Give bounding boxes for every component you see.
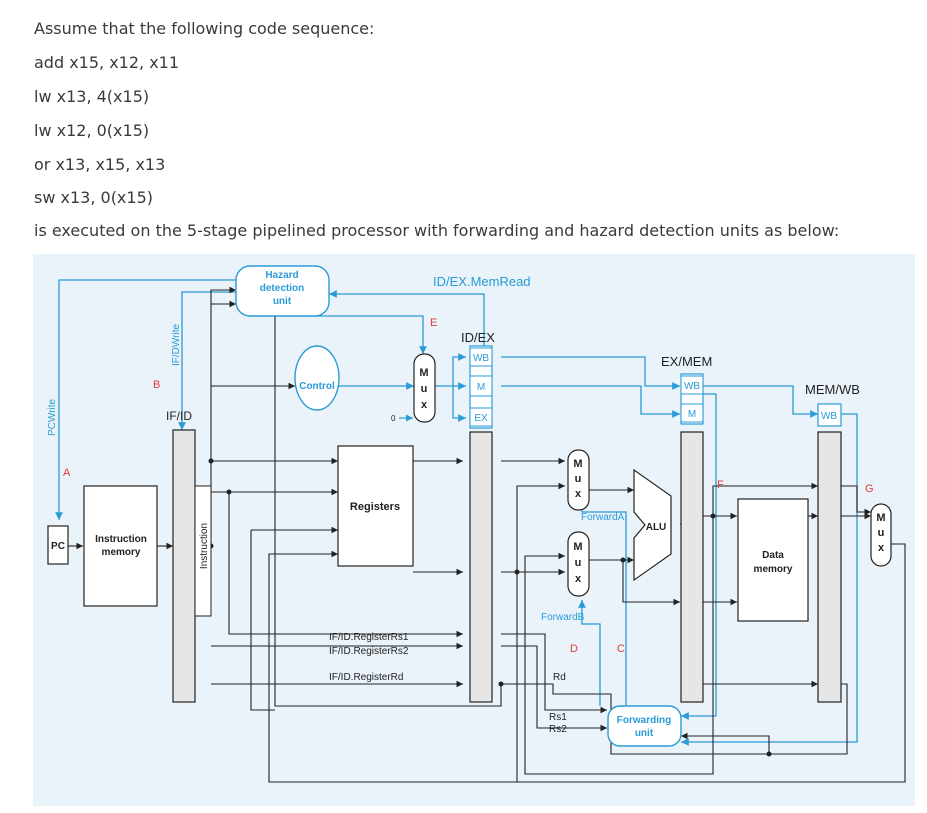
dmem-label-1: Data (762, 550, 784, 561)
forward-b-mux: M u x (567, 531, 590, 597)
mux-letter: x (575, 573, 582, 585)
mux-letter: x (575, 488, 582, 500)
mux-letter: u (421, 383, 428, 395)
ifdwrite-label: IF/DWrite (171, 324, 182, 366)
control-unit: Control (294, 345, 340, 411)
mux-letter: x (421, 399, 428, 411)
code-line-4: or x13, x15, x13 (34, 155, 166, 174)
hazard-detection-unit: Hazard detection unit (235, 265, 330, 317)
if-id-label: IF/ID (166, 409, 192, 423)
marker-g: G (865, 483, 874, 495)
marker-a: A (63, 467, 71, 479)
hazard-unit-label-2: detection (260, 283, 304, 294)
code-line-5: sw x13, 0(x15) (34, 188, 153, 207)
data-memory: Data memory (737, 498, 809, 622)
mem-wb-latch: MEM/WB WB (805, 382, 860, 703)
register-file: Registers (337, 445, 414, 567)
pipeline-diagram: Hazard detection unit ID/EX.MemRead PCWr… (33, 254, 915, 806)
pc-label: PC (51, 541, 65, 552)
instruction-memory: Instruction memory (83, 485, 158, 607)
forward-a-mux: M u x (567, 449, 590, 511)
id-ex-label: ID/EX (461, 330, 495, 345)
forward-a-label: ForwardA (581, 512, 625, 523)
if-id-latch: IF/ID Instruction (166, 409, 212, 703)
mux-letter: M (573, 458, 582, 470)
hazard-unit-label-1: Hazard (265, 270, 298, 281)
writeback-mux: M u x (870, 503, 892, 567)
dmem-label-2: memory (754, 564, 793, 575)
imem-label-1: Instruction (95, 534, 147, 545)
rs1-label: Rs1 (549, 712, 567, 723)
mux-letter: u (878, 527, 885, 539)
instruction-label: Instruction (199, 523, 210, 569)
forward-b-label: ForwardB (541, 612, 585, 623)
pcwrite-label: PCWrite (47, 399, 58, 436)
code-line-1: add x15, x12, x11 (34, 53, 180, 72)
datapath-wires (68, 286, 906, 783)
mux-letter: M (573, 541, 582, 553)
rd-label: Rd (553, 672, 566, 683)
zero-input-label: 0 (391, 414, 396, 423)
mux-letter: M (419, 367, 428, 379)
question-intro: Assume that the following code sequence: (34, 19, 375, 38)
pc-register: PC (47, 525, 69, 565)
marker-c: C (617, 643, 625, 655)
marker-b: B (153, 379, 160, 391)
id-ex-m: M (477, 382, 485, 393)
id-ex-memread-label: ID/EX.MemRead (433, 274, 531, 289)
ex-mem-m: M (688, 409, 696, 420)
id-ex-wb: WB (473, 353, 489, 364)
alu-label: ALU (646, 522, 667, 533)
forwarding-unit: Forwarding unit (607, 705, 682, 747)
marker-d: D (570, 643, 578, 655)
forwarding-unit-label-1: Forwarding (617, 715, 671, 726)
reg-rd-label: IF/ID.RegisterRd (329, 672, 403, 683)
mux-letter: x (878, 542, 885, 554)
ex-mem-latch: EX/MEM WB M (661, 354, 712, 703)
ex-mem-wb: WB (684, 381, 700, 392)
rs2-label: Rs2 (549, 724, 567, 735)
imem-label-2: memory (102, 547, 141, 558)
control-label: Control (299, 381, 335, 392)
ex-mem-label: EX/MEM (661, 354, 712, 369)
forwarding-unit-label-2: unit (635, 728, 654, 739)
reg-rs2-label: IF/ID.RegisterRs2 (329, 646, 409, 657)
mem-wb-label: MEM/WB (805, 382, 860, 397)
hazard-unit-label-3: unit (273, 296, 292, 307)
control-mux: M u x (413, 353, 436, 423)
registers-label: Registers (350, 501, 400, 513)
alu: ALU (633, 468, 672, 582)
reg-rs1-label: IF/ID.RegisterRs1 (329, 632, 409, 643)
code-line-2: lw x13, 4(x15) (34, 87, 150, 106)
id-ex-latch: ID/EX WB M EX (461, 330, 495, 703)
mux-letter: M (876, 512, 885, 524)
marker-f: F (717, 479, 724, 491)
question-outro: is executed on the 5-stage pipelined pro… (34, 221, 840, 240)
mem-wb-wb: WB (821, 411, 837, 422)
marker-e: E (430, 317, 437, 329)
mux-letter: u (575, 473, 582, 485)
id-ex-ex: EX (474, 413, 488, 424)
mux-letter: u (575, 557, 582, 569)
code-line-3: lw x12, 0(x15) (34, 121, 150, 140)
control-wires (55, 279, 858, 746)
